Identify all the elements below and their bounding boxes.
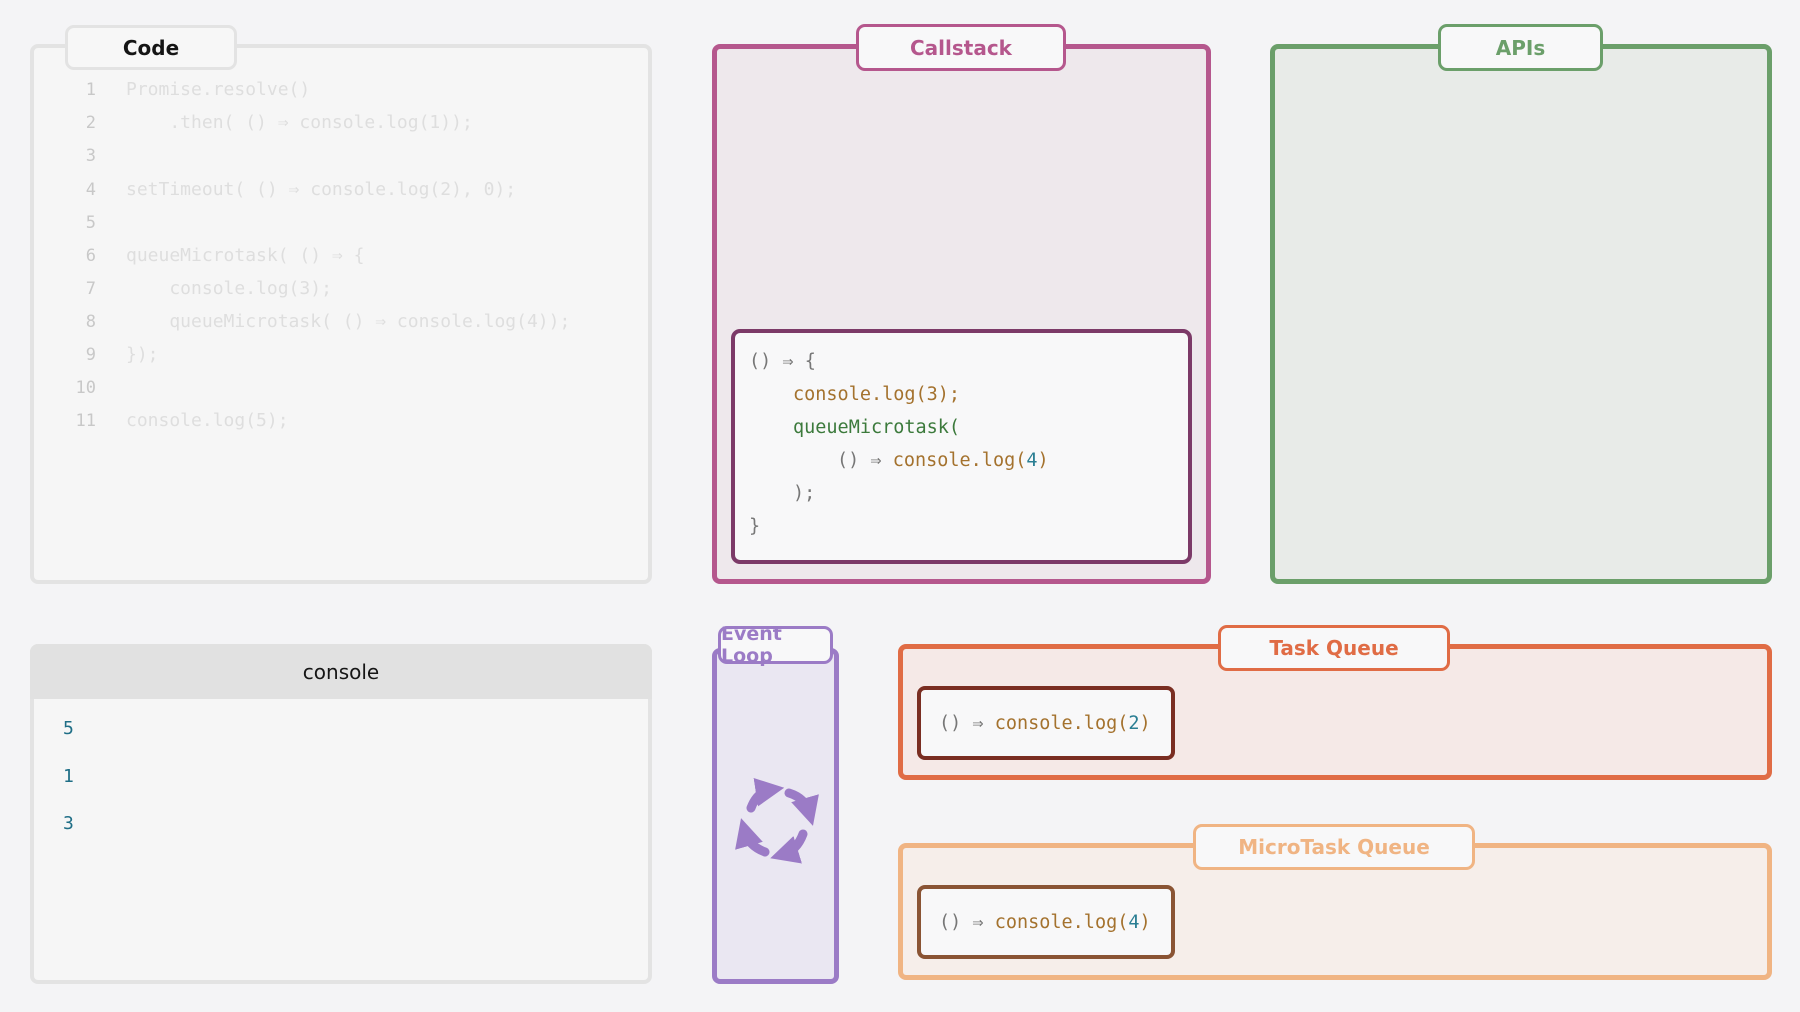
frame-close: ) xyxy=(1037,450,1049,471)
task-queue-item: () ⇒ console.log(2) xyxy=(917,686,1175,760)
frame-arg: 4 xyxy=(1026,450,1038,471)
line-number: 6 xyxy=(85,246,96,266)
apis-title: APIs xyxy=(1438,24,1603,71)
item-close: ) xyxy=(1139,712,1151,734)
apis-panel xyxy=(1270,44,1772,584)
task-queue-title: Task Queue xyxy=(1218,625,1450,671)
code-text: console.log(5); xyxy=(126,410,289,431)
console-output-line: 1 xyxy=(63,766,74,787)
line-number: 10 xyxy=(75,378,96,398)
code-text: queueMicrotask( () ⇒ { xyxy=(126,245,365,266)
frame-line-4: () ⇒ console.log(4) xyxy=(837,446,1049,476)
code-text: setTimeout( () ⇒ console.log(2), 0); xyxy=(126,179,517,200)
frame-arrow: () ⇒ xyxy=(837,450,893,471)
item-arg: 2 xyxy=(1128,712,1140,734)
refresh-cycle-icon xyxy=(735,777,819,864)
line-number: 9 xyxy=(85,345,96,365)
console-output-line: 3 xyxy=(63,813,74,834)
item-close: ) xyxy=(1139,911,1151,933)
frame-line-1: () ⇒ { xyxy=(749,351,816,372)
frame-line-3: queueMicrotask( xyxy=(793,417,961,438)
line-number: 1 xyxy=(85,80,96,100)
code-text: }); xyxy=(126,344,159,365)
code-text: Promise.resolve() xyxy=(126,79,311,100)
line-number: 2 xyxy=(85,113,96,133)
item-arrow: () ⇒ xyxy=(939,911,995,933)
frame-line-5: ); xyxy=(793,483,816,504)
console-panel xyxy=(30,644,652,984)
item-arg: 4 xyxy=(1128,911,1140,933)
event-loop-title: Event Loop xyxy=(718,623,833,667)
callstack-frame: () ⇒ { console.log(3); queueMicrotask( (… xyxy=(731,329,1192,564)
code-text: queueMicrotask( () ⇒ console.log(4)); xyxy=(126,311,571,332)
line-number: 3 xyxy=(85,146,96,166)
code-panel: 1 Promise.resolve() 2 .then( () ⇒ console… xyxy=(30,44,652,584)
item-arrow: () ⇒ xyxy=(939,712,995,734)
callstack-title: Callstack xyxy=(856,24,1066,71)
console-title: console xyxy=(30,644,652,699)
line-number: 4 xyxy=(85,180,96,200)
line-number: 8 xyxy=(85,312,96,332)
item-call: console.log( xyxy=(994,712,1129,734)
frame-call: console.log( xyxy=(892,450,1027,471)
frame-line-6: } xyxy=(749,516,761,537)
line-number: 11 xyxy=(75,411,96,431)
microtask-queue-item: () ⇒ console.log(4) xyxy=(917,885,1175,959)
code-title: Code xyxy=(65,25,237,70)
line-number: 5 xyxy=(85,213,96,233)
code-text: .then( () ⇒ console.log(1)); xyxy=(126,112,473,133)
item-call: console.log( xyxy=(994,911,1129,933)
microtask-queue-title: MicroTask Queue xyxy=(1193,824,1475,870)
code-text: console.log(3); xyxy=(126,278,332,299)
frame-line-2: console.log(3); xyxy=(793,384,961,405)
line-number: 7 xyxy=(85,279,96,299)
console-output-line: 5 xyxy=(63,718,74,739)
